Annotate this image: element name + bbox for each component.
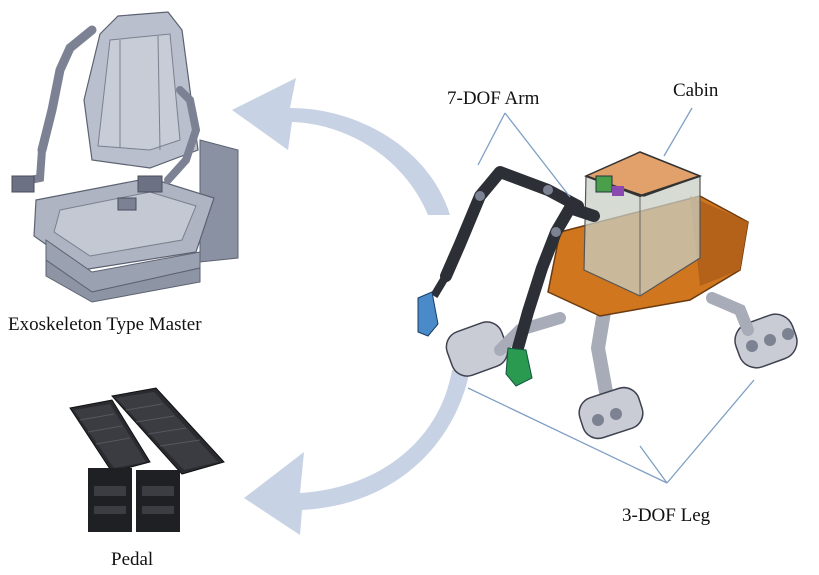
arm-leader-line-2 <box>504 112 571 198</box>
upper-curved-arrow <box>232 78 450 215</box>
cabin-leader-line <box>663 107 693 157</box>
arm-label: 7-DOF Arm <box>447 88 540 109</box>
lower-curved-arrow <box>244 370 470 535</box>
robot-excavator-image <box>417 151 798 440</box>
exoskeleton-master-image <box>11 11 239 303</box>
leader-lines <box>467 107 755 484</box>
arm-leader-line-1 <box>477 112 506 166</box>
leg-leader-line-3 <box>666 379 755 484</box>
cabin-label: Cabin <box>673 80 719 101</box>
leg-label: 3-DOF Leg <box>622 505 711 526</box>
leg-leader-line-2 <box>639 445 668 484</box>
pedal-label: Pedal <box>111 549 153 570</box>
pedal-image <box>69 387 225 532</box>
master-label: Exoskeleton Type Master <box>8 314 202 335</box>
leg-leader-line-1 <box>467 387 668 484</box>
